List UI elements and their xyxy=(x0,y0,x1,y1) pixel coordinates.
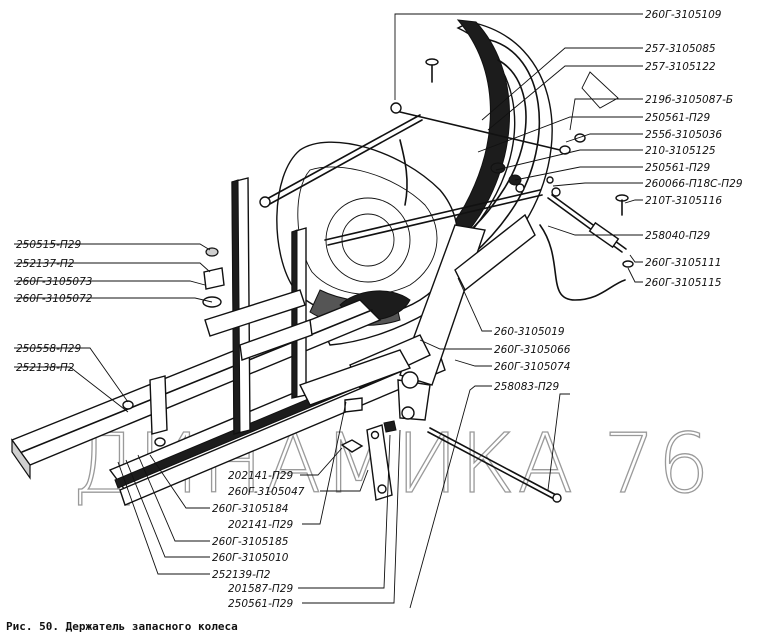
part-labels: 260Г-3105109 257-3105085 257-3105122 219… xyxy=(16,9,743,610)
latch-plate xyxy=(366,420,397,501)
rods xyxy=(259,111,627,503)
part-label: 250558-П29 xyxy=(16,343,81,355)
part-label: 250561-П29 xyxy=(645,162,710,174)
part-label: 260-3105019 xyxy=(494,326,565,338)
part-label: 260Г-3105073 xyxy=(16,276,92,288)
part-label: 260Г-3105109 xyxy=(645,9,722,21)
part-label: 210-3105125 xyxy=(645,145,716,157)
figure-caption: Рис. 50. Держатель запасного колеса xyxy=(6,620,238,633)
fasteners xyxy=(122,58,634,453)
part-label: 250515-П29 xyxy=(16,239,81,251)
part-label: 260Г-3105185 xyxy=(212,536,289,548)
part-label: 260Г-3105074 xyxy=(494,361,570,373)
part-label: 257-3105085 xyxy=(645,43,716,55)
part-label: 257-3105122 xyxy=(645,61,716,73)
vertical-brackets xyxy=(149,177,313,435)
part-label: 260Г-3105184 xyxy=(212,503,288,515)
part-label: 260Г-3105066 xyxy=(494,344,571,356)
part-label: 202141-П29 xyxy=(228,470,293,482)
part-label: 252139-П2 xyxy=(212,569,271,581)
part-label: 255б-3105036 xyxy=(645,129,722,141)
part-label: 260Г-3105047 xyxy=(228,486,305,498)
carrier-arm xyxy=(299,213,536,421)
part-label: 260066-П18С-П29 xyxy=(645,178,743,190)
part-label: 252137-П2 xyxy=(16,258,75,270)
part-label: 210Т-3105116 xyxy=(645,195,722,207)
part-label: 201587-П29 xyxy=(228,583,293,595)
part-label: 258040-П29 xyxy=(645,230,710,242)
part-label: 258083-П29 xyxy=(494,381,559,393)
part-label: 202141-П29 xyxy=(228,519,293,531)
part-label: 260Г-3105072 xyxy=(16,293,93,305)
leader-lines xyxy=(14,13,643,609)
part-label: 250561-П29 xyxy=(228,598,293,610)
part-label: 219б-3105087-Б xyxy=(645,94,733,106)
part-label: 252138-П2 xyxy=(16,362,75,374)
part-label: 260Г-3105010 xyxy=(212,552,289,564)
part-label: 260Г-3105111 xyxy=(645,257,721,269)
part-label: 250561-П29 xyxy=(645,112,710,124)
part-label: 260Г-3105115 xyxy=(645,277,722,289)
